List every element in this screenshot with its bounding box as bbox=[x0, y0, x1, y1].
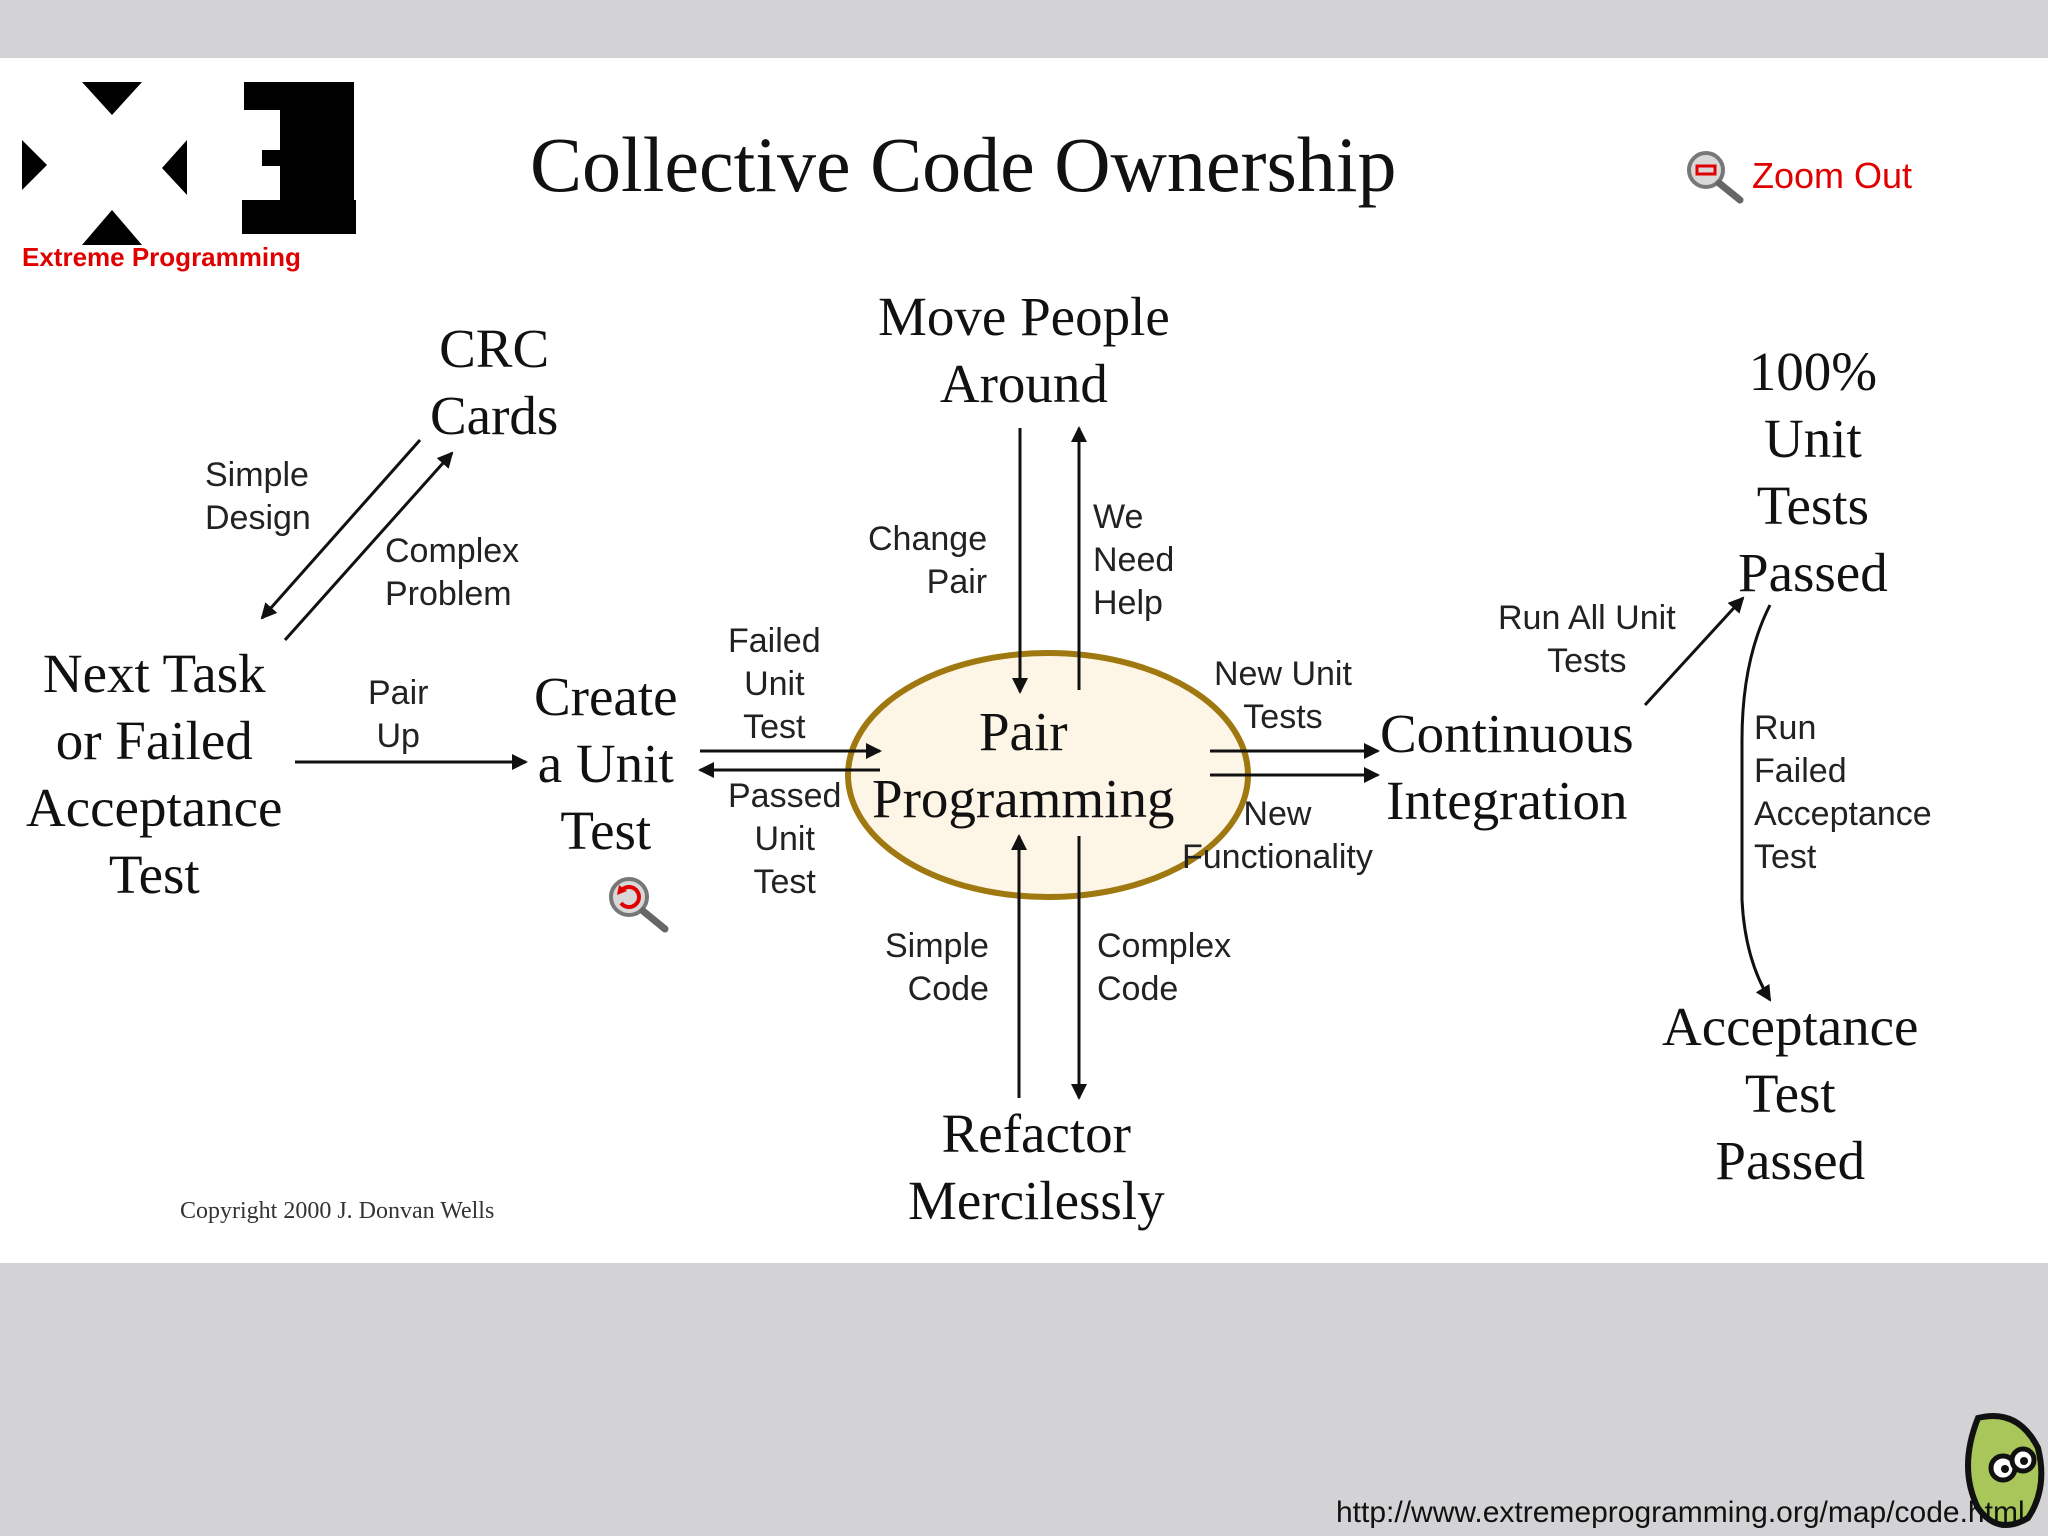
node-unit-tests-passed: 100% Unit Tests Passed bbox=[1738, 341, 1888, 603]
label-we-need-help: We Need Help bbox=[1093, 498, 1175, 622]
arrow-complex-problem bbox=[283, 451, 454, 641]
zoom-out-icon bbox=[1687, 151, 1744, 204]
arrow-run-failed-acceptance-test bbox=[1740, 604, 1772, 1002]
label-pair-up: Pair Up bbox=[368, 674, 429, 755]
label-simple-code: Simple Code bbox=[885, 927, 989, 1008]
source-url[interactable]: http://www.extremeprogramming.org/map/co… bbox=[1336, 1496, 2025, 1529]
label-complex-problem: Complex Problem bbox=[385, 532, 520, 613]
label-simple-design: Simple Design bbox=[205, 456, 311, 537]
node-refactor-mercilessly: Refactor Mercilessly bbox=[908, 1103, 1165, 1231]
node-crc-cards: CRC Cards bbox=[430, 318, 559, 446]
label-run-failed-acceptance-test: Run Failed Acceptance Test bbox=[1754, 709, 1932, 876]
node-next-task: Next Task or Failed Acceptance Test bbox=[26, 643, 283, 905]
xp-logo-icon bbox=[22, 82, 357, 245]
label-failed-unit-test: Failed Unit Test bbox=[728, 622, 821, 746]
zoom-out-link[interactable]: Zoom Out bbox=[1684, 148, 1912, 204]
mascot-icon bbox=[1965, 1413, 2045, 1529]
node-pair-programming: Pair Programming bbox=[872, 701, 1175, 829]
label-complex-code: Complex Code bbox=[1097, 927, 1232, 1008]
node-move-people-around: Move People Around bbox=[878, 286, 1170, 414]
label-change-pair: Change Pair bbox=[868, 520, 988, 601]
node-create-unit-test: Create a Unit Test bbox=[534, 666, 678, 861]
page-title: Collective Code Ownership bbox=[530, 121, 1397, 208]
node-continuous-integration: Continuous Integration bbox=[1380, 703, 1634, 831]
node-acceptance-test-passed: Acceptance Test Passed bbox=[1662, 996, 1919, 1191]
label-new-unit-tests: New Unit Tests bbox=[1214, 655, 1352, 736]
arrow-run-all-unit-tests bbox=[1643, 596, 1745, 707]
logo-wordmark: Extreme Programming bbox=[22, 242, 301, 272]
zoom-out-label: Zoom Out bbox=[1752, 155, 1913, 196]
magnifier-icon[interactable] bbox=[605, 873, 670, 933]
label-new-functionality: New Functionality bbox=[1182, 795, 1373, 876]
label-passed-unit-test: Passed Unit Test bbox=[728, 777, 842, 901]
arrow-simple-design bbox=[260, 439, 422, 620]
copyright: Copyright 2000 J. Donvan Wells bbox=[180, 1198, 495, 1224]
xp-logo: Extreme Programming bbox=[22, 80, 357, 272]
label-run-all-unit-tests: Run All Unit Tests bbox=[1498, 599, 1676, 680]
